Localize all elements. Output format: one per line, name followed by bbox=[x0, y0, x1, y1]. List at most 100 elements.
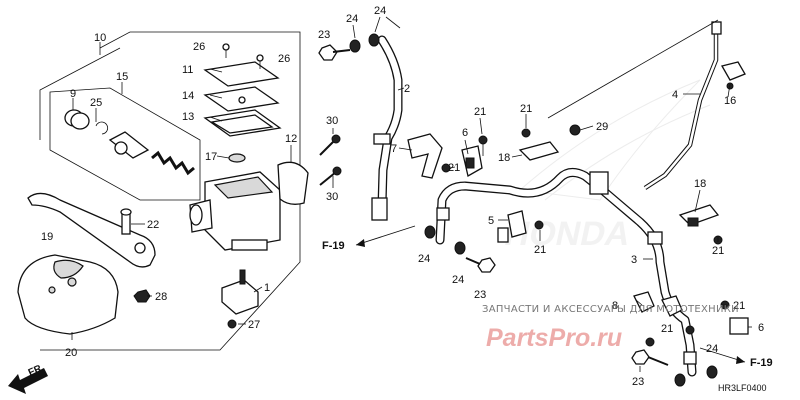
callout-30-lower: 30 bbox=[326, 191, 338, 203]
leader-hose-4 bbox=[547, 19, 719, 119]
callout-21-bottom-b: 21 bbox=[661, 323, 673, 335]
master-cylinder-body bbox=[189, 171, 281, 251]
clamp-18-top bbox=[518, 141, 560, 161]
bolt-30-lower bbox=[319, 166, 342, 186]
callout-23-bottom: 23 bbox=[632, 376, 644, 388]
front-direction-arrow: FR. bbox=[8, 362, 48, 394]
bracket-6-bottom bbox=[729, 317, 749, 335]
brake-switch-1 bbox=[221, 269, 259, 315]
screw-27 bbox=[227, 319, 237, 329]
callout-30-upper: 30 bbox=[326, 115, 338, 127]
watermark-caption: ЗАПЧАСТИ И АКСЕССУАРЫ ДЛЯ МОТОТЕХНИКИ bbox=[482, 304, 739, 315]
screw-26-right bbox=[256, 54, 264, 69]
ref-f19-left: F-19 bbox=[322, 240, 345, 252]
callout-24-bottom: 24 bbox=[706, 343, 718, 355]
washer-24-top-a bbox=[349, 39, 361, 53]
callout-21-bottom-a: 21 bbox=[733, 300, 745, 312]
clamp-18-right bbox=[678, 204, 720, 227]
reservoir-cap-11 bbox=[203, 61, 280, 87]
master-cylinder-group-box bbox=[39, 31, 301, 351]
washer-24-mid-b bbox=[454, 241, 466, 255]
washer-24-top-b bbox=[368, 33, 380, 47]
callout-18-top: 18 bbox=[498, 152, 510, 164]
joint-16 bbox=[721, 61, 746, 90]
guide-5 bbox=[497, 210, 527, 243]
callout-23-mid: 23 bbox=[474, 289, 486, 301]
callout-9: 9 bbox=[70, 88, 76, 100]
bolt-21-top-b bbox=[521, 128, 531, 138]
callout-21-right: 21 bbox=[712, 245, 724, 257]
callout-27: 27 bbox=[248, 319, 260, 331]
bolt-23-bottom bbox=[631, 349, 669, 366]
callout-5: 5 bbox=[488, 215, 494, 227]
callout-21-mid: 21 bbox=[448, 162, 460, 174]
callout-29: 29 bbox=[596, 121, 608, 133]
bolt-21-top-a bbox=[478, 135, 488, 156]
bracket-8 bbox=[633, 291, 683, 317]
callout-24-top-a: 24 bbox=[346, 13, 358, 25]
callout-16: 16 bbox=[724, 95, 736, 107]
ref-arrow-right bbox=[699, 347, 746, 364]
bolt-21-guide bbox=[534, 220, 544, 230]
callout-6-bottom: 6 bbox=[758, 322, 764, 334]
bolt-29 bbox=[569, 124, 581, 136]
watermark-brand: PartsPro.ru bbox=[486, 324, 622, 352]
callout-22: 22 bbox=[147, 219, 159, 231]
spring bbox=[151, 150, 195, 176]
washer-24-mid-a bbox=[424, 225, 436, 239]
cap-plate-14 bbox=[203, 86, 280, 112]
callout-4: 4 bbox=[672, 89, 678, 101]
bolt-21-bottom-c bbox=[685, 325, 695, 335]
diaphragm-13 bbox=[203, 109, 282, 137]
callout-18-right: 18 bbox=[694, 178, 706, 190]
clamp-7 bbox=[407, 133, 443, 179]
boot-17 bbox=[228, 153, 246, 163]
bolt-23-top bbox=[318, 44, 351, 61]
callout-labels: 10 15 9 25 26 26 11 14 13 17 12 30 30 22… bbox=[41, 5, 764, 388]
callout-11: 11 bbox=[182, 64, 193, 76]
callout-24-mid-a: 24 bbox=[418, 253, 430, 265]
ref-arrow-left bbox=[355, 225, 416, 247]
callout-21-guide: 21 bbox=[534, 244, 546, 256]
callout-23-top: 23 bbox=[318, 29, 330, 41]
callout-17: 17 bbox=[205, 151, 217, 163]
brake-hose-4 bbox=[643, 21, 722, 190]
callout-3: 3 bbox=[631, 254, 637, 266]
callout-24-top-b: 24 bbox=[374, 5, 386, 17]
callout-1: 1 bbox=[264, 282, 270, 294]
ref-f19-right: F-19 bbox=[750, 357, 773, 369]
callout-2: 2 bbox=[404, 83, 410, 95]
diagram-code: HR3LF0400 bbox=[718, 383, 767, 393]
bolt-30-upper bbox=[319, 134, 341, 156]
callout-10: 10 bbox=[94, 32, 106, 44]
callout-15: 15 bbox=[116, 71, 128, 83]
lever-cover-20 bbox=[17, 254, 119, 335]
callout-6-top: 6 bbox=[462, 127, 468, 139]
wing-logo-watermark: HONDA bbox=[501, 79, 711, 253]
brake-lever-19 bbox=[27, 192, 156, 268]
bolt-23-mid bbox=[465, 257, 496, 273]
callout-20: 20 bbox=[65, 347, 77, 359]
callout-13: 13 bbox=[182, 111, 194, 123]
bolt-21-bottom-b bbox=[645, 337, 655, 347]
washer-24-bottom-b bbox=[706, 365, 718, 379]
piston-cup-9 bbox=[64, 109, 90, 130]
callout-14: 14 bbox=[182, 90, 194, 102]
bracket-6-top bbox=[461, 145, 483, 177]
callout-12: 12 bbox=[285, 133, 297, 145]
circlip-25 bbox=[95, 121, 108, 135]
brake-hose-2 bbox=[371, 35, 403, 221]
callout-7: 7 bbox=[391, 143, 397, 155]
washer-24-bottom-a bbox=[674, 373, 686, 387]
piston-rod bbox=[108, 131, 150, 159]
screw-26-left bbox=[222, 43, 230, 58]
callout-26-left: 26 bbox=[193, 41, 205, 53]
callout-19: 19 bbox=[41, 231, 53, 243]
holder-12 bbox=[277, 161, 309, 205]
callout-25: 25 bbox=[90, 97, 102, 109]
callout-21-top-b: 21 bbox=[520, 103, 532, 115]
callout-24-mid-b: 24 bbox=[452, 274, 464, 286]
pivot-bolt-22 bbox=[120, 208, 132, 235]
callout-28: 28 bbox=[155, 291, 167, 303]
